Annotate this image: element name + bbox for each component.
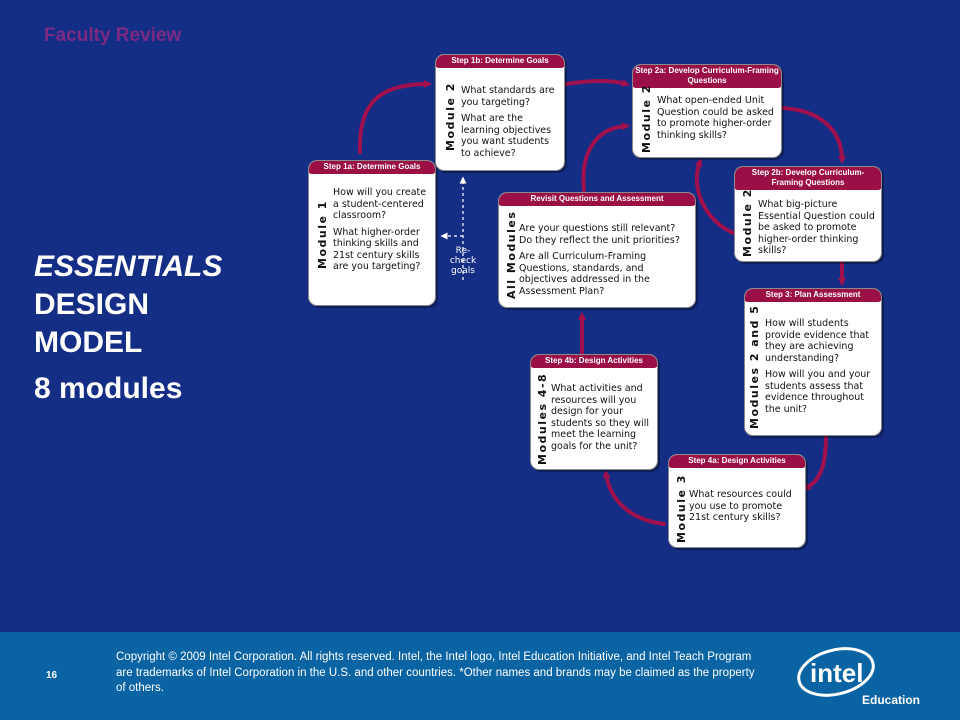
step-1a-question-2: What higher-order thinking skills and 21… xyxy=(333,226,421,273)
step-4b-module: Modules 4-8 xyxy=(536,372,549,465)
copyright-notice: Copyright © 2009 Intel Corporation. All … xyxy=(116,651,755,694)
revisit-box: Revisit Questions and Assessment All Mod… xyxy=(498,192,696,308)
step-3-box: Step 3: Plan Assessment Modules 2 and 5 … xyxy=(744,288,882,436)
arrow-4a-to-4b xyxy=(602,470,666,526)
step-2a-text: What open-ended Unit Question could be a… xyxy=(657,95,777,146)
step-2a-question-1: What open-ended Unit Question could be a… xyxy=(657,95,774,141)
title-line-2: DESIGN xyxy=(34,288,150,321)
step-2b-question-1: What big-picture Essential Question coul… xyxy=(758,199,875,256)
step-2b-box: Step 2b: Develop Curriculum-Framing Ques… xyxy=(734,166,882,262)
logo-education-text: Education xyxy=(862,693,920,707)
step-2b-text: What big-picture Essential Question coul… xyxy=(758,199,878,261)
step-1a-box: Step 1a: Determine Goals Module 1 How wi… xyxy=(308,160,436,306)
revisit-question-1: Are your questions still relevant? Do th… xyxy=(519,223,680,246)
step-1a-module: Module 1 xyxy=(316,200,329,269)
arrow-1b-to-2a xyxy=(564,79,630,87)
step-1b-module: Module 2 xyxy=(444,82,457,151)
arrow-1a-to-1b xyxy=(357,80,432,154)
step-1a-text: How will you create a student-centered c… xyxy=(333,187,433,278)
step-2a-header: Step 2a: Develop Curriculum-Framing Ques… xyxy=(633,65,781,88)
recheck-goals-label: Re-check goals xyxy=(449,246,477,276)
step-4a-text: What resources could you use to promote … xyxy=(689,489,801,529)
arrow-2a-to-2b xyxy=(780,106,846,164)
step-2b-module: Module 2 xyxy=(741,188,754,257)
title-line-1: ESSENTIALS xyxy=(34,250,223,283)
step-3-module: Modules 2 and 5 xyxy=(748,304,761,429)
arrow-2b-to-2a-loop xyxy=(694,158,738,236)
step-3-text: How will students provide evidence that … xyxy=(765,318,879,420)
step-1b-question-1: What standards are you targeting? xyxy=(461,85,555,108)
page-number: 16 xyxy=(46,670,58,681)
step-4a-module: Module 3 xyxy=(675,474,688,543)
step-4a-header: Step 4a: Design Activities xyxy=(669,455,805,468)
revisit-module: All Modules xyxy=(505,210,518,299)
step-1a-question-1: How will you create a student-centered c… xyxy=(333,187,427,221)
step-4b-header: Step 4b: Design Activities xyxy=(531,355,657,368)
step-1b-question-2: What are the learning objectives you wan… xyxy=(461,113,552,159)
step-2a-module: Module 2 xyxy=(640,84,653,153)
step-4a-box: Step 4a: Design Activities Module 3 What… xyxy=(668,454,806,548)
step-2b-header: Step 2b: Develop Curriculum-Framing Ques… xyxy=(735,167,881,190)
step-4a-question-1: What resources could you use to promote … xyxy=(689,489,792,523)
step-3-question-1: How will students provide evidence that … xyxy=(765,318,870,364)
intel-education-logo: intel Education xyxy=(797,647,920,707)
revisit-header: Revisit Questions and Assessment xyxy=(499,193,695,206)
step-1b-box: Step 1b: Determine Goals Module 2 What s… xyxy=(435,54,565,171)
cycle-arrows xyxy=(357,79,846,526)
step-4b-question-1: What activities and resources will you d… xyxy=(551,383,649,452)
arrow-revisit-to-2a xyxy=(581,122,630,192)
faculty-review-label: Faculty Review xyxy=(44,25,182,46)
logo-wordmark: intel xyxy=(810,658,863,688)
revisit-text: Are your questions still relevant? Do th… xyxy=(519,223,691,302)
title-line-3: MODEL xyxy=(34,326,143,359)
step-2a-box: Step 2a: Develop Curriculum-Framing Ques… xyxy=(632,64,782,158)
step-1b-header: Step 1b: Determine Goals xyxy=(436,55,564,68)
slide-title: ESSENTIALS DESIGN MODEL xyxy=(34,248,222,362)
step-4b-box: Step 4b: Design Activities Modules 4-8 W… xyxy=(530,354,658,470)
step-3-header: Step 3: Plan Assessment xyxy=(745,289,881,302)
step-3-question-2: How will you and your students assess th… xyxy=(765,369,871,415)
arrow-3-to-4a xyxy=(802,434,828,490)
step-1b-text: What standards are you targeting? What a… xyxy=(461,85,561,164)
revisit-question-2: Are all Curriculum-Framing Questions, st… xyxy=(519,251,650,297)
step-1a-header: Step 1a: Determine Goals xyxy=(309,161,435,174)
step-4b-text: What activities and resources will you d… xyxy=(551,383,655,457)
slide-subtitle: 8 modules xyxy=(34,372,183,405)
